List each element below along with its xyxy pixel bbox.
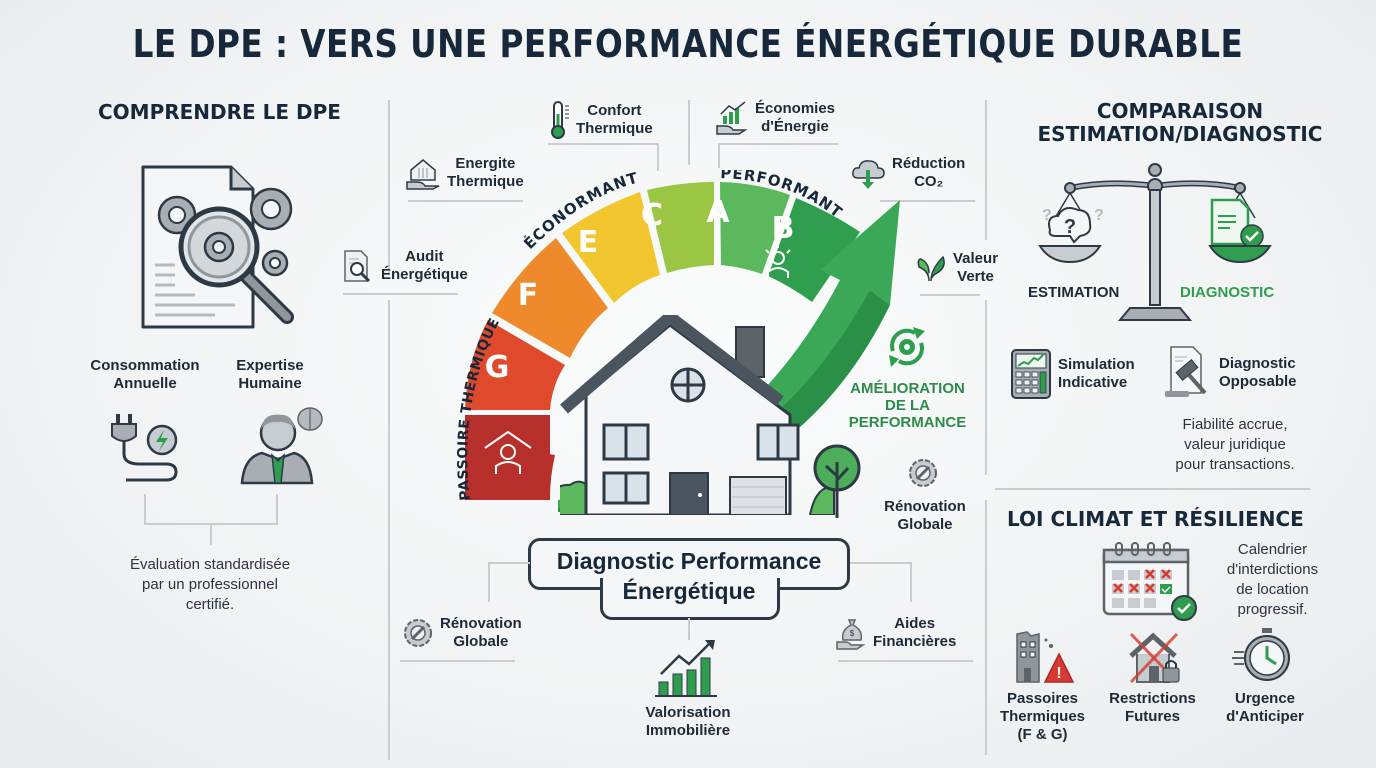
scale-label-diagnostic: DIAGNOSTIC [1180, 284, 1275, 301]
cloud-down-icon [852, 160, 885, 189]
house-crossed-lock-icon [1125, 628, 1187, 684]
svg-text:?: ? [1042, 207, 1052, 224]
class-letter-b: B [772, 211, 795, 246]
thermometer-icon [551, 101, 569, 139]
cycle-gear-icon [885, 325, 929, 369]
money-bag-hand-icon: $ [836, 619, 866, 650]
expert-brain-icon [240, 405, 325, 485]
savings-chart-hand-icon [716, 101, 748, 135]
house-illustration [560, 315, 840, 515]
class-letter-f: F [518, 278, 539, 313]
svg-text:?: ? [1064, 216, 1076, 238]
svg-text:?: ? [1094, 207, 1104, 224]
section-heading-comprendre: COMPRENDRE LE DPE [98, 100, 341, 124]
class-letter-c: C [641, 198, 663, 233]
gavel-document-icon [1165, 346, 1207, 397]
growth-bars-icon [655, 638, 721, 698]
calendar-icon [1100, 540, 1200, 622]
cold-person-house-icon [484, 430, 532, 474]
leaf-sprout-icon [917, 255, 945, 282]
scale-label-estimation: ESTIMATION [1028, 284, 1120, 301]
class-letter-e: E [578, 225, 599, 260]
gear-wrench-icon [907, 457, 939, 489]
page-title: LE DPE : VERS UNE PERFORMANCE ÉNERGÉTIQU… [132, 22, 1244, 66]
class-letter-g: G [485, 350, 510, 385]
svg-text:!: ! [1056, 665, 1061, 682]
plug-lightning-icon [110, 410, 190, 485]
audit-document-icon [344, 250, 371, 283]
balance-scale-icon: ? ? ? [1030, 158, 1280, 328]
tree-icon [812, 440, 862, 520]
document-magnifier-gears-icon [135, 165, 305, 335]
calculator-chart-icon [1011, 349, 1051, 399]
stopwatch-icon [1232, 626, 1294, 686]
happy-person-icon [765, 244, 791, 278]
building-warning-icon: ! [1013, 628, 1075, 684]
class-letter-a: A [706, 195, 730, 230]
gear-wrench-icon [404, 619, 432, 647]
house-hand-icon [406, 159, 440, 190]
section-heading-loi-climat: LOI CLIMAT ET RÉSILIENCE [1007, 507, 1304, 531]
svg-text:$: $ [850, 629, 855, 638]
